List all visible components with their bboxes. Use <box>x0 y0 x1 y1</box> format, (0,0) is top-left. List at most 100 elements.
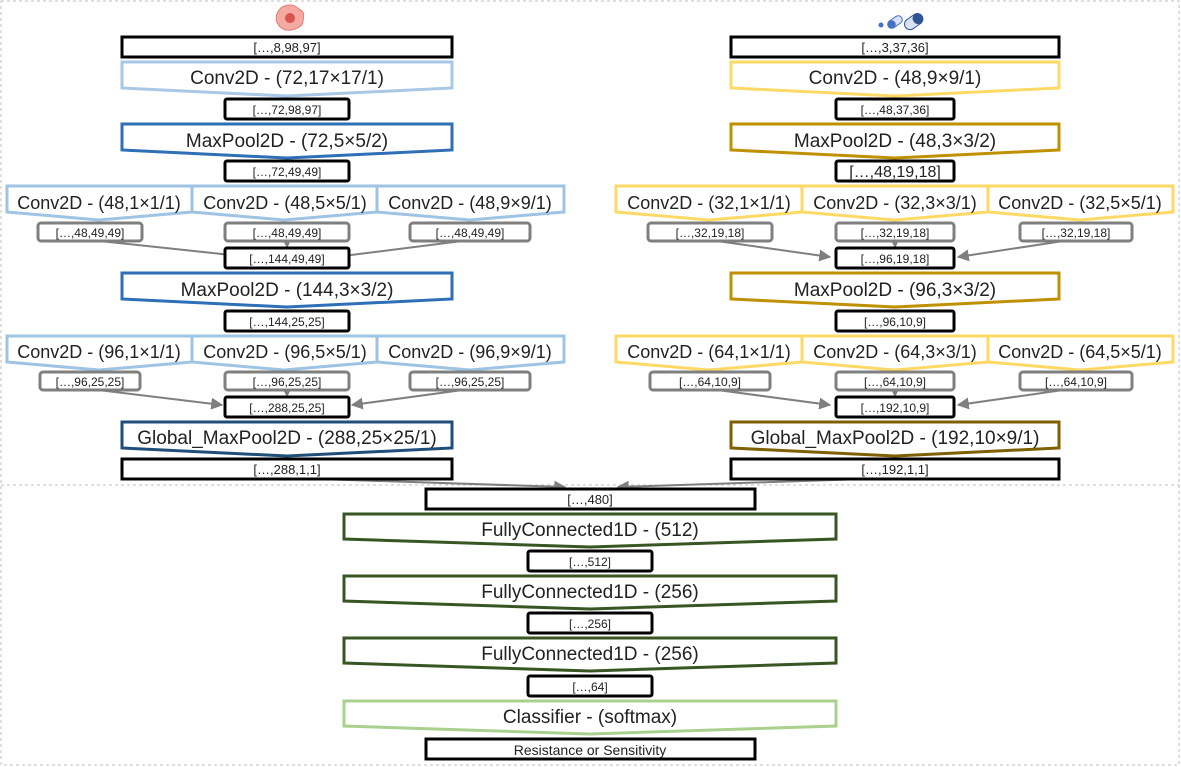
fc-tensor-2 <box>526 611 654 635</box>
drug-pool1-label: MaxPool2D - (48,3×3/2) <box>794 131 996 152</box>
drug-concat1-label: […,96,19,18] <box>861 252 930 266</box>
cell-inception1-out-c <box>408 221 532 243</box>
drug-inception1-out-c <box>1018 221 1134 243</box>
cell-inception2-out-b-label: […,96,25,25] <box>253 375 322 389</box>
pills-icon <box>878 13 924 31</box>
cell-inception2-out-c <box>408 370 532 392</box>
cell-inception2-conv-c-label: Conv2D - (96,9×9/1) <box>388 342 552 362</box>
cell-tensor-3-label: […,144,25,25] <box>249 315 324 329</box>
drug-inception1-out-a-label: […,32,19,18] <box>676 226 745 240</box>
drug-inception1-conv-c-label: Conv2D - (32,5×5/1) <box>998 193 1162 213</box>
fc-tensor-1 <box>526 549 654 573</box>
cell-inception2-conv-b <box>190 334 379 372</box>
drug-inception2-out-b <box>834 370 956 392</box>
drug-inception2-conv-b-label: Conv2D - (64,3×3/1) <box>813 342 977 362</box>
cell-inception1-conv-b <box>190 184 379 222</box>
cell-inception1-conv-a <box>5 184 194 222</box>
drug-tensor-3-label: […,96,10,9] <box>864 315 926 329</box>
cell-inception1-out-b-label: […,48,49,49] <box>253 226 322 240</box>
drug-output-tensor-label: […,192,1,1] <box>861 462 928 477</box>
drug-inception1-conv-a <box>614 184 804 222</box>
drug-inception2-conv-c <box>986 334 1175 372</box>
drug-tensor-2 <box>834 159 956 183</box>
drug-inception1-out-a <box>646 221 774 243</box>
drug-concat2-label: […,192,10,9] <box>861 401 930 415</box>
cell-output-tensor-label: […,288,1,1] <box>253 462 320 477</box>
drug-concat1 <box>834 246 956 270</box>
drug-output-tensor <box>729 457 1061 481</box>
drug-tensor-1 <box>834 97 956 121</box>
drug-inception2-conv-c-label: Conv2D - (64,5×5/1) <box>998 342 1162 362</box>
fc2-label: FullyConnected1D - (256) <box>481 582 699 603</box>
cell-tensor-3 <box>223 309 351 333</box>
cell-inception2-out-b <box>223 370 351 392</box>
drug-pool2-layer <box>729 271 1061 309</box>
fc1-layer <box>342 512 838 549</box>
drug-inception1-conv-b-label: Conv2D - (32,3×3/1) <box>813 193 977 213</box>
cell-inception2-out-a <box>38 370 142 392</box>
drug-inception1-out-c-label: […,32,19,18] <box>1042 226 1111 240</box>
prediction-output <box>424 737 757 761</box>
drug-input-tensor <box>729 35 1061 59</box>
fc2-layer <box>342 574 838 611</box>
drug-tensor-3 <box>834 309 956 333</box>
cell-pool1-layer <box>120 122 454 160</box>
cell-global-pool-label: Global_MaxPool2D - (288,25×25/1) <box>137 428 436 449</box>
cell-global-pool-layer <box>120 420 454 458</box>
cell-inception1-conv-c <box>375 184 566 222</box>
drug-inception2-out-b-label: […,64,10,9] <box>864 375 926 389</box>
cell-inception2-conv-c <box>375 334 566 372</box>
drug-inception1-out-b-label: […,32,19,18] <box>861 226 930 240</box>
fc3-layer <box>342 636 838 673</box>
head-section: […,480] FullyConnected1D - (512) […,512]… <box>342 487 838 761</box>
cell-pool2-layer <box>120 271 454 309</box>
classifier-layer <box>342 699 838 736</box>
cell-tensor-1-label: […,72,98,97] <box>253 103 322 117</box>
drug-inception2-conv-b <box>800 334 990 372</box>
merged-tensor-label: […,480] <box>567 492 613 507</box>
drug-pool2-label: MaxPool2D - (96,3×3/2) <box>794 280 996 301</box>
cell-inception1-conv-a-label: Conv2D - (48,1×1/1) <box>17 193 181 213</box>
drug-inception2-out-a-label: […,64,10,9] <box>679 375 741 389</box>
cell-inception1-out-c-label: […,48,49,49] <box>436 226 505 240</box>
cell-pool2-label: MaxPool2D - (144,3×3/2) <box>181 280 394 301</box>
drug-global-pool-layer <box>729 420 1061 458</box>
cell-input-tensor-label: […,8,98,97] <box>253 40 320 55</box>
cell-concat1 <box>223 246 351 270</box>
cell-inception1-out-b <box>223 221 351 243</box>
drug-inception2-conv-a <box>614 334 804 372</box>
drug-tensor-2-label: […,48,19,18] <box>849 164 941 181</box>
cell-inception2-conv-a <box>5 334 194 372</box>
drug-tensor-1-label: […,48,37,36] <box>861 103 930 117</box>
cell-inception1-conv-b-label: Conv2D - (48,5×5/1) <box>203 193 367 213</box>
fc-tensor-3 <box>526 674 654 698</box>
cell-inception2-out-a-label: […,96,25,25] <box>56 375 125 389</box>
cell-concat2-label: […,288,25,25] <box>249 401 324 415</box>
cell-inception1-conv-c-label: Conv2D - (48,9×9/1) <box>388 193 552 213</box>
cell-input-tensor <box>120 35 454 59</box>
drug-inception2-out-c <box>1018 370 1134 392</box>
drug-inception1-conv-a-label: Conv2D - (32,1×1/1) <box>627 193 791 213</box>
cell-tensor-2 <box>223 159 351 183</box>
fc1-label: FullyConnected1D - (512) <box>481 520 699 541</box>
drug-branch: […,3,37,36] Conv2D - (48,9×9/1) […,48,37… <box>614 13 1175 481</box>
cell-pool1-label: MaxPool2D - (72,5×5/2) <box>186 131 388 152</box>
cell-inception1-out-a <box>36 221 144 243</box>
cell-tensor-1 <box>223 97 351 121</box>
drug-inception2-out-c-label: […,64,10,9] <box>1045 375 1107 389</box>
merged-tensor <box>424 487 757 511</box>
drug-input-tensor-label: […,3,37,36] <box>861 40 928 55</box>
cell-conv1-label: Conv2D - (72,17×17/1) <box>190 68 384 89</box>
drug-global-pool-label: Global_MaxPool2D - (192,10×9/1) <box>751 428 1040 449</box>
fc-tensor-3-label: […,64] <box>572 680 607 694</box>
drug-inception1-out-b <box>834 221 956 243</box>
fc3-label: FullyConnected1D - (256) <box>481 644 699 665</box>
drug-conv1-label: Conv2D - (48,9×9/1) <box>809 68 982 89</box>
cell-branch: […,8,98,97] Conv2D - (72,17×17/1) […,72,… <box>5 4 566 481</box>
cell-inception2-conv-b-label: Conv2D - (96,5×5/1) <box>203 342 367 362</box>
drug-conv1-layer <box>729 60 1061 98</box>
fc-tensor-1-label: […,512] <box>569 555 611 569</box>
cell-conv1-layer <box>120 60 454 98</box>
